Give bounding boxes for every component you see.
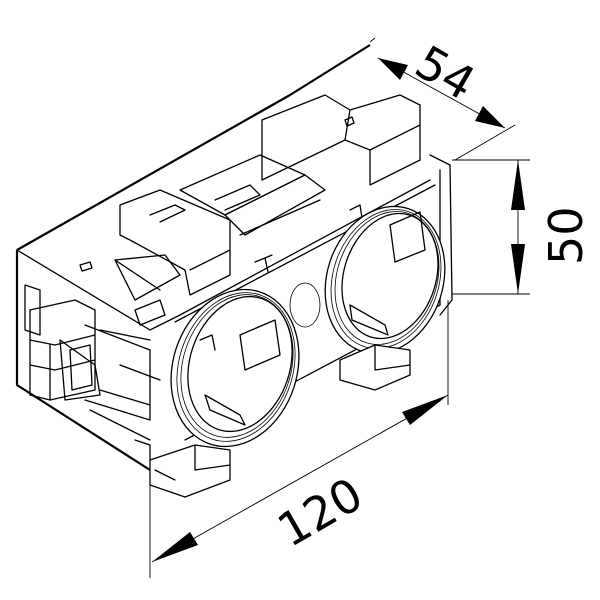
- socket-ring-right: [289, 205, 446, 355]
- left-terminal-block: [24, 284, 161, 461]
- dimension-120-label: 120: [269, 467, 372, 558]
- top-latches: [79, 94, 421, 326]
- dimension-54-label: 54: [407, 35, 485, 111]
- dimension-height: 50: [452, 159, 593, 295]
- socket-ring-left: [170, 288, 300, 448]
- mounting-feet: [149, 344, 411, 498]
- dimension-50-label: 50: [539, 206, 593, 265]
